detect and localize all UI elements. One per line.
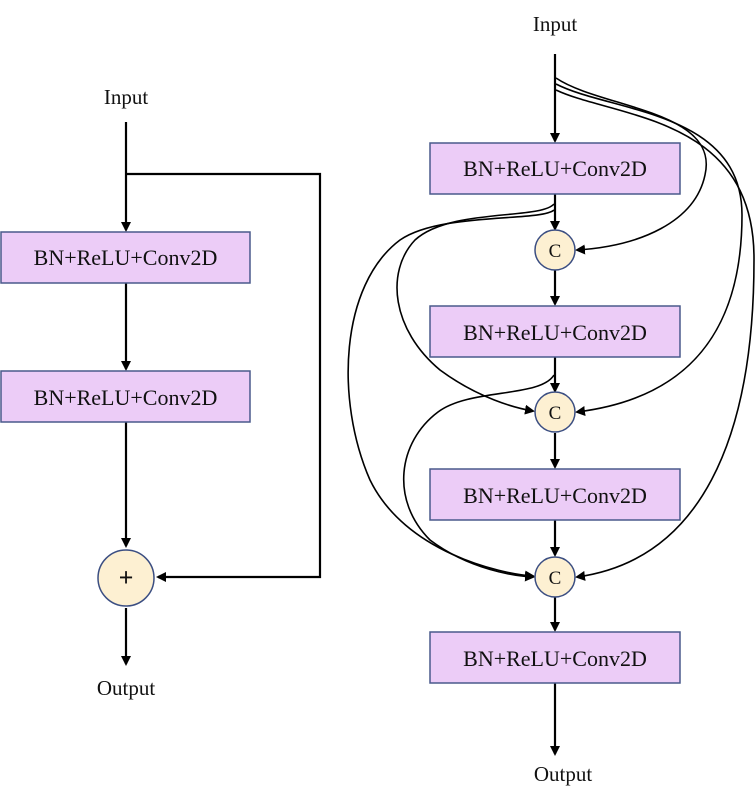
dense-link-block1-to-c3 [347,209,555,581]
left-block-1-label: BN+ReLU+Conv2D [34,245,218,270]
dense-link-block2-to-c3 [402,374,555,582]
add-node: + [97,549,155,607]
left-output-label: Output [97,676,156,700]
plus-icon: + [119,563,134,592]
dense-link-input-to-c2 [555,83,743,416]
right-block-4-label: BN+ReLU+Conv2D [463,646,647,671]
left-block-1: BN+ReLU+Conv2D [0,231,251,284]
right-block-3-label: BN+ReLU+Conv2D [463,483,647,508]
concat-node-3-label: C [549,568,562,589]
right-output-label: Output [534,762,593,786]
dense-link-block1-to-c2 [396,203,555,415]
dense-link-input-to-c1 [555,77,708,255]
right-block-2-label: BN+ReLU+Conv2D [463,320,647,345]
concat-node-2: C [534,391,576,433]
concat-node-3: C [534,556,576,598]
dense-link-input-to-c3 [555,89,755,581]
left-skip-connection [126,172,322,582]
left-input-label: Input [104,85,148,109]
right-block-2: BN+ReLU+Conv2D [429,305,681,358]
dense-block-diagram: Input BN+ReLU+Conv2D BN+ReLU+Conv2D [347,12,755,786]
right-block-3: BN+ReLU+Conv2D [429,468,681,521]
left-block-2-label: BN+ReLU+Conv2D [34,385,218,410]
concat-node-1-label: C [549,241,562,262]
concat-node-2-label: C [549,403,562,424]
right-block-1: BN+ReLU+Conv2D [429,142,681,195]
left-block-2: BN+ReLU+Conv2D [0,370,251,423]
right-block-4: BN+ReLU+Conv2D [429,631,681,684]
right-block-1-label: BN+ReLU+Conv2D [463,156,647,181]
concat-node-1: C [534,229,576,271]
residual-block-diagram: Input BN+ReLU+Conv2D BN+ReLU+Conv2D + Ou… [0,85,322,700]
right-input-label: Input [533,12,577,36]
